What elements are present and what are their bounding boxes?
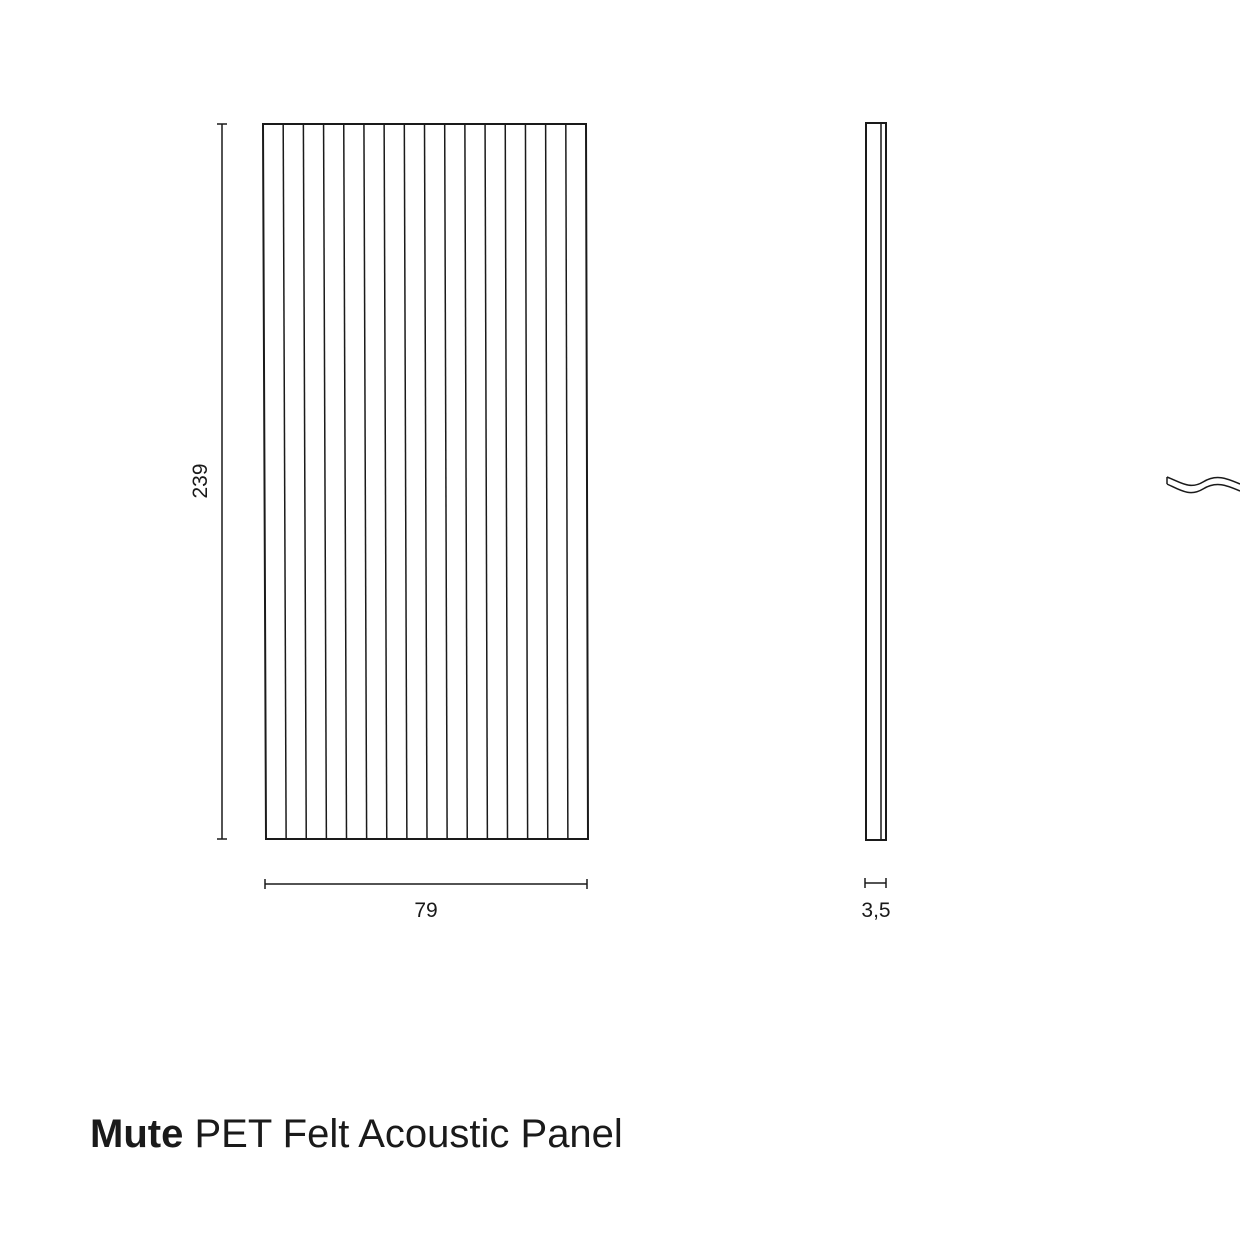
slat-groove-line (302, 123, 307, 840)
brand-name: Mute (90, 1112, 184, 1156)
slat-groove-line (282, 123, 287, 840)
width-label: 79 (414, 899, 437, 922)
slat-groove-line (403, 123, 408, 840)
slat-groove-line (423, 123, 428, 840)
wave-profile-icon (1166, 476, 1240, 494)
slat-groove-line (383, 123, 388, 840)
slat-groove-line (363, 123, 368, 840)
depth-dimension (864, 878, 887, 888)
side-view-panel (865, 122, 887, 841)
slat-groove-line (544, 123, 549, 840)
slat-groove-line (443, 123, 448, 840)
slat-groove-line (343, 123, 348, 840)
slat-groove-line (565, 123, 569, 840)
panel-outline (261, 123, 590, 840)
slat-groove-line (484, 123, 489, 840)
width-dimension (264, 879, 588, 889)
height-dimension (217, 123, 227, 840)
front-view-panel (261, 123, 590, 840)
depth-label: 3,5 (861, 899, 890, 922)
slat-groove-line (322, 123, 328, 840)
slat-groove-line (464, 123, 468, 840)
height-label: 239 (189, 463, 212, 498)
product-title: Mute PET Felt Acoustic Panel (90, 1112, 623, 1157)
product-name: PET Felt Acoustic Panel (194, 1112, 623, 1156)
slat-groove-line (504, 123, 509, 840)
slat-groove-line (524, 123, 529, 840)
